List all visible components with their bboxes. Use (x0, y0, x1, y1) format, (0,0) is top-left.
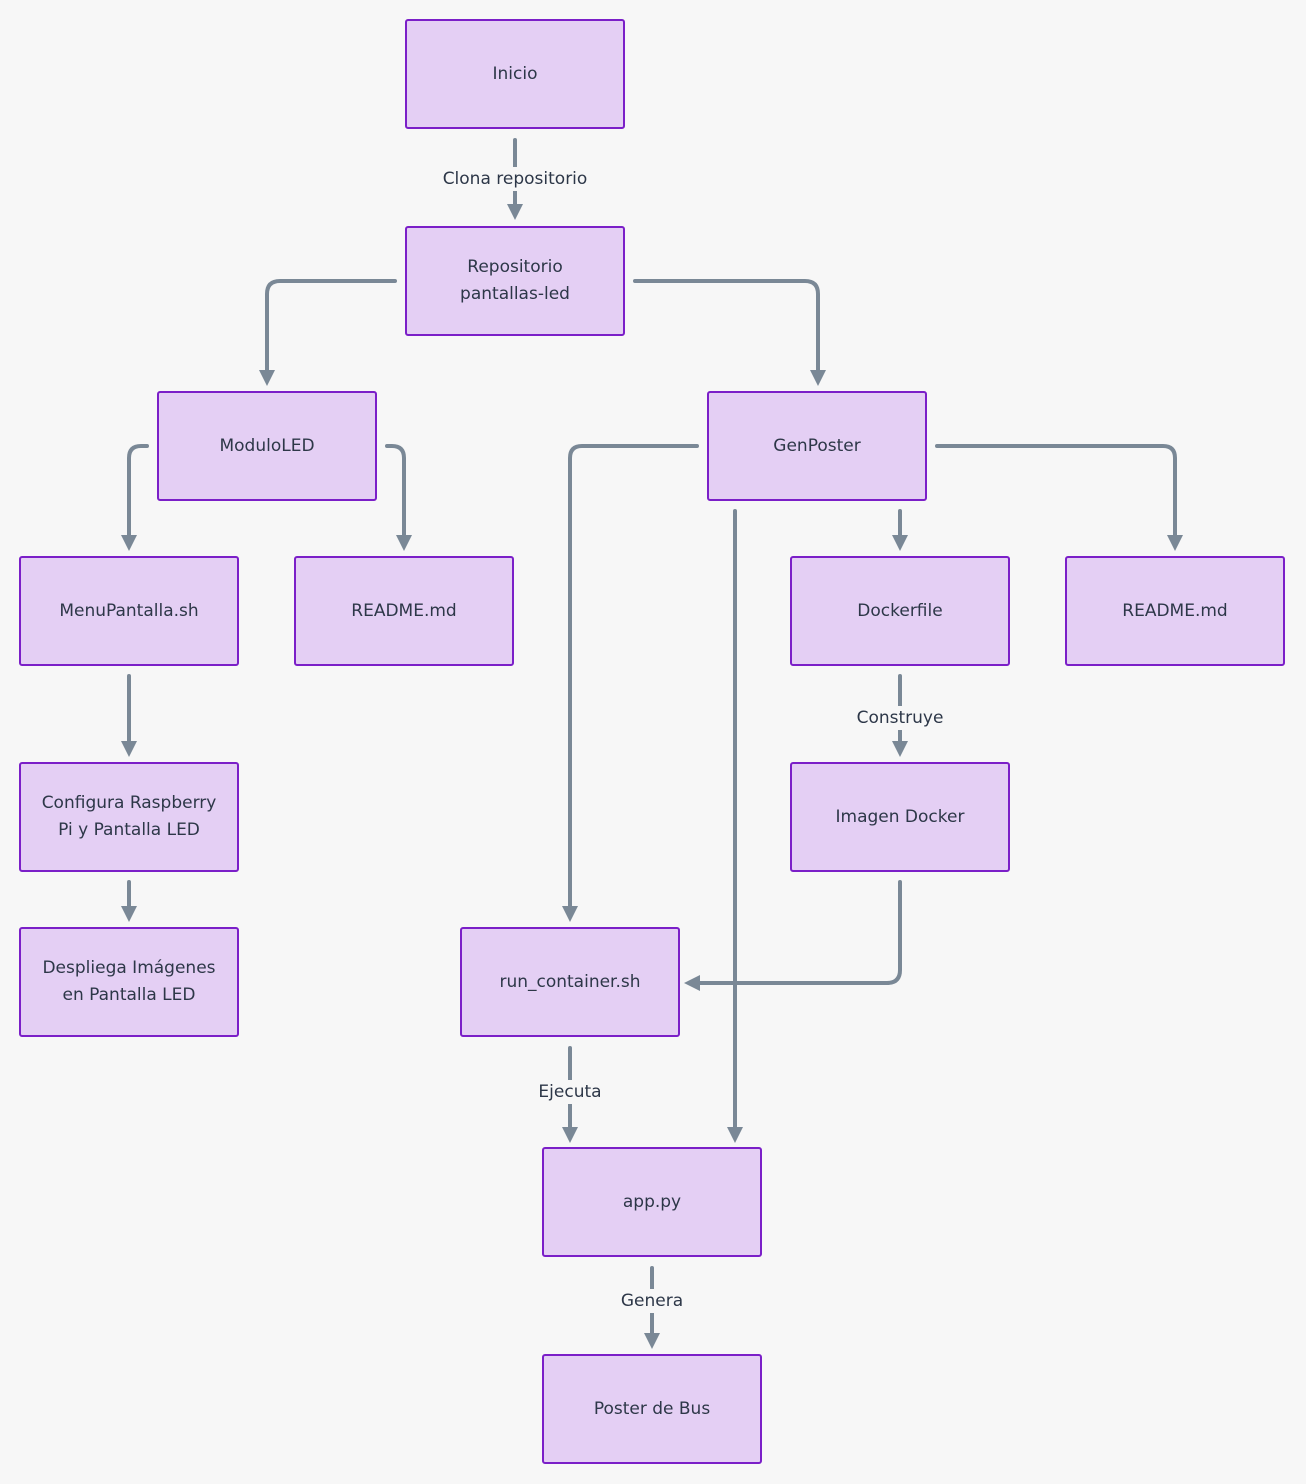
node-repositorio[interactable]: Repositorio pantallas-led (405, 226, 625, 336)
edge-moduloled-menupantalla (121, 444, 149, 551)
node-readme-led[interactable]: README.md (294, 556, 514, 666)
node-inicio[interactable]: Inicio (405, 19, 625, 129)
node-run-container[interactable]: run_container.sh (460, 927, 680, 1037)
node-despliega[interactable]: Despliega Imágenes en Pantalla LED (19, 927, 239, 1037)
node-poster-de-bus[interactable]: Poster de Bus (542, 1354, 762, 1464)
node-menupantalla[interactable]: MenuPantalla.sh (19, 556, 239, 666)
edge-genposter-run (562, 444, 699, 922)
edge-label-clona: Clona repositorio (440, 167, 590, 191)
node-imagen-docker[interactable]: Imagen Docker (790, 762, 1010, 872)
edge-repo-genposter (633, 279, 826, 386)
node-moduloled[interactable]: ModuloLED (157, 391, 377, 501)
edge-label-construye: Construye (854, 706, 946, 730)
edge-imagen-run (684, 880, 902, 991)
node-app-py[interactable]: app.py (542, 1147, 762, 1257)
node-dockerfile[interactable]: Dockerfile (790, 556, 1010, 666)
node-genposter[interactable]: GenPoster (707, 391, 927, 501)
edge-genposter-readme (935, 444, 1183, 551)
edge-label-ejecuta: Ejecuta (536, 1080, 604, 1104)
node-readme-genposter[interactable]: README.md (1065, 556, 1285, 666)
edge-repo-moduloled (259, 279, 397, 386)
edge-moduloled-readme (385, 444, 412, 551)
node-configura[interactable]: Configura Raspberry Pi y Pantalla LED (19, 762, 239, 872)
edge-label-genera: Genera (618, 1289, 686, 1313)
